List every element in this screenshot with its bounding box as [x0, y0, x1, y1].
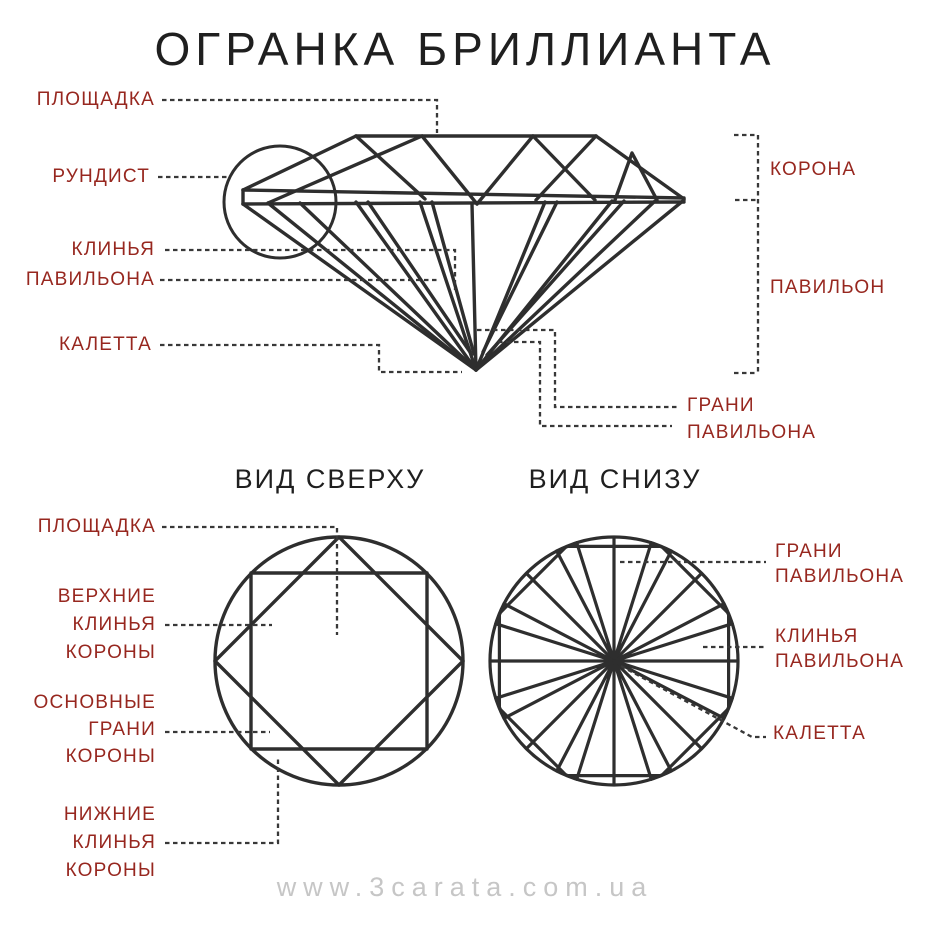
label-pavilion-wedges-side-line2: ПАВИЛЬОНА — [25, 269, 155, 290]
watermark: www.3carata.com.ua — [276, 872, 654, 902]
top-leader-lines — [162, 525, 339, 845]
label-culet-side: КАЛЕТТА — [59, 334, 152, 355]
label-pavilion-facets-bottom-line2: ПАВИЛЬОНА — [775, 566, 905, 587]
label-main-crown-facets-line2: ГРАНИ — [88, 719, 156, 740]
label-girdle: РУНДИСТ — [52, 166, 150, 187]
label-culet-bottom: КАЛЕТТА — [773, 723, 866, 744]
bottom-view-diagram — [488, 535, 740, 787]
label-pavilion-wedges-bottom-line1: КЛИНЬЯ — [775, 626, 859, 647]
label-main-crown-facets-line1: ОСНОВНЫЕ — [33, 692, 156, 713]
label-pavilion-wedges-side-line1: КЛИНЬЯ — [71, 239, 155, 260]
label-lower-crown-wedges-line2: КЛИНЬЯ — [72, 832, 156, 853]
girdle-highlight-circle — [222, 144, 338, 260]
label-pavilion: ПАВИЛЬОН — [770, 277, 886, 298]
label-crown: КОРОНА — [770, 159, 857, 180]
side-leader-lines — [158, 98, 760, 428]
heading-bottom-view: ВИД СНИЗУ — [528, 464, 702, 494]
label-pavilion-facets-side-line1: ГРАНИ — [687, 395, 755, 416]
label-table-side: ПЛОЩАДКА — [36, 89, 155, 110]
label-pavilion-wedges-bottom-line2: ПАВИЛЬОНА — [775, 651, 905, 672]
label-upper-crown-wedges-line2: КЛИНЬЯ — [72, 614, 156, 635]
top-view-diagram — [213, 535, 465, 787]
bottom-leader-lines — [620, 560, 766, 739]
label-table-top: ПЛОЩАДКА — [37, 516, 156, 537]
crown-pavilion-bracket — [734, 133, 760, 375]
label-lower-crown-wedges-line1: НИЖНИЕ — [63, 804, 156, 825]
heading-top-view: ВИД СВЕРХУ — [234, 464, 426, 494]
label-main-crown-facets-line3: КОРОНЫ — [65, 746, 156, 767]
side-view-diagram — [222, 134, 686, 372]
label-lower-crown-wedges-line3: КОРОНЫ — [65, 860, 156, 881]
label-pavilion-facets-side-line2: ПАВИЛЬОНА — [687, 422, 817, 443]
label-pavilion-facets-bottom-line1: ГРАНИ — [775, 541, 843, 562]
label-upper-crown-wedges-line1: ВЕРХНИЕ — [57, 586, 156, 607]
label-upper-crown-wedges-line3: КОРОНЫ — [65, 642, 156, 663]
page-title: ОГРАНКА БРИЛЛИАНТА — [154, 23, 776, 75]
